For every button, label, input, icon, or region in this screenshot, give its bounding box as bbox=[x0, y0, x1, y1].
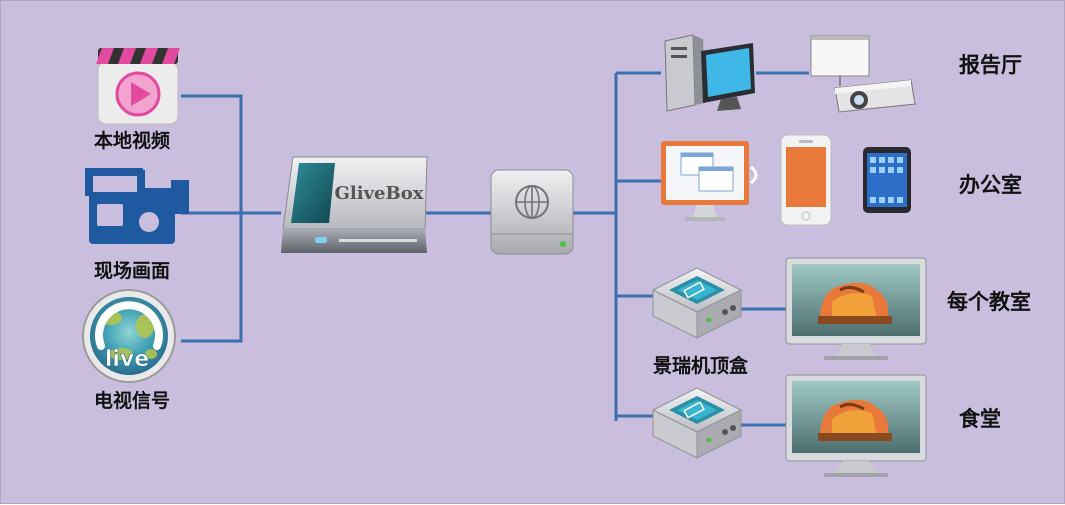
canteen-label: 食堂 bbox=[959, 407, 1001, 431]
live-camera-label: 现场画面 bbox=[94, 260, 171, 282]
video-clapper-play-icon bbox=[96, 46, 181, 126]
auditorium-label: 报告厅 bbox=[959, 53, 1022, 77]
display-icon bbox=[784, 373, 928, 479]
monitor-icon bbox=[659, 139, 763, 223]
desktop-pc-icon bbox=[661, 33, 759, 113]
tv-signal-label: 电视信号 bbox=[94, 390, 171, 412]
display-icon bbox=[784, 256, 928, 362]
glivebox-server-icon: GliveBox bbox=[279, 153, 431, 259]
office-label: 办公室 bbox=[959, 173, 1022, 197]
smartphone-icon bbox=[779, 133, 833, 227]
live-tv-signal-icon: live bbox=[81, 288, 177, 384]
source-bus-line bbox=[181, 94, 243, 343]
video-camera-icon bbox=[85, 166, 191, 248]
local-video-label: 本地视频 bbox=[94, 130, 171, 152]
set-top-box-icon bbox=[651, 386, 743, 466]
classroom-label: 每个教室 bbox=[947, 290, 1031, 314]
server-brand-label: GliveBox bbox=[335, 183, 424, 204]
projector-icon bbox=[807, 34, 919, 114]
set-top-box-label: 景瑞机顶盒 bbox=[653, 355, 749, 377]
svg-text:live: live bbox=[105, 347, 149, 372]
set-top-box-icon bbox=[651, 266, 743, 346]
tablet-icon bbox=[861, 145, 913, 215]
network-switch-icon bbox=[489, 168, 575, 256]
